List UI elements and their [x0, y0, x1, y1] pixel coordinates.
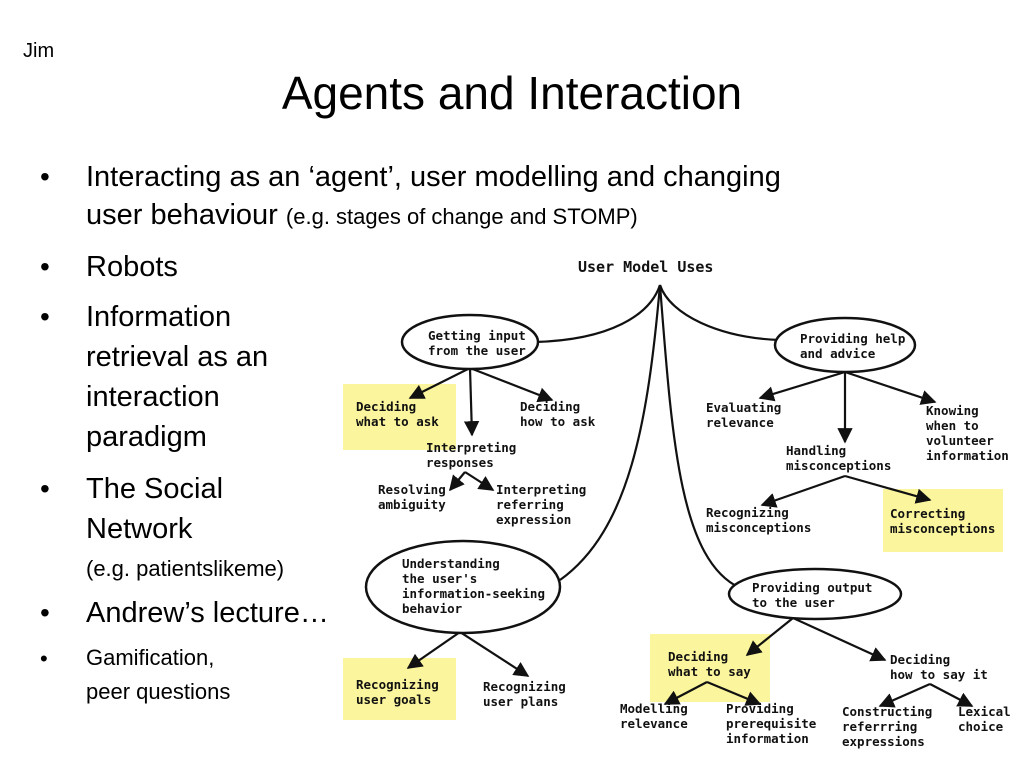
arrow: [464, 471, 495, 491]
arrow: [406, 631, 461, 669]
connector-line: [534, 284, 662, 344]
bullet-text: interaction: [86, 381, 220, 413]
diagram-root: User Model Uses: [578, 258, 713, 276]
bullet-dot: •: [40, 473, 50, 504]
arrow: [745, 617, 794, 656]
highlight-box: [883, 489, 1003, 552]
bullet-dot: •: [40, 646, 48, 671]
arrow: [758, 370, 846, 402]
arrow: [408, 367, 471, 399]
bullet-note: (e.g. patientslikeme): [86, 556, 285, 581]
arrow: [844, 474, 932, 504]
node-oval-understanding: [364, 539, 562, 635]
arrow: [844, 370, 937, 405]
arrow: [463, 367, 480, 437]
node-oval-providing-help: [773, 316, 917, 374]
arrow: [878, 682, 931, 708]
bullet-text: Gamification,: [86, 645, 215, 670]
bullet-dot: •: [40, 251, 50, 282]
bullet-dot: •: [40, 301, 50, 332]
bullet-text: Information: [86, 301, 232, 333]
arrow: [459, 631, 530, 677]
arrow: [706, 680, 762, 706]
arrow: [929, 683, 974, 707]
node-oval-getting-input: [400, 313, 540, 371]
bullet-text: Andrew’s lecture…: [86, 597, 329, 629]
bullet-note: (e.g. stages of change and STOMP): [285, 204, 638, 229]
slide-title: Agents and Interaction: [281, 67, 743, 119]
arrow: [469, 366, 554, 403]
arrow: [792, 616, 887, 662]
bullet-text-main: user behaviour: [86, 199, 278, 231]
connector-line: [658, 284, 741, 589]
author-label: Jim: [23, 40, 55, 62]
arrow: [663, 681, 708, 705]
bullet-text: retrieval as an: [86, 341, 269, 373]
bullet-text: paradigm: [86, 421, 207, 453]
bullet-dot: •: [40, 161, 50, 192]
node-oval-providing-output: [727, 567, 903, 621]
bullet-text: Network: [86, 513, 193, 545]
arrow: [449, 471, 466, 492]
bullet-text: user behaviour (e.g. stages of change an…: [86, 196, 638, 236]
connector-line: [658, 284, 781, 342]
bullet-dot: •: [40, 597, 50, 628]
highlight-box: [343, 658, 456, 720]
bullet-text: Robots: [86, 251, 178, 283]
bullet-text: Interacting as an ‘agent’, user modellin…: [86, 161, 781, 193]
connector-line: [559, 284, 662, 581]
arrow: [760, 474, 846, 508]
bullet-text: The Social: [86, 473, 224, 505]
bullet-text: peer questions: [86, 679, 231, 704]
highlight-box: [343, 384, 456, 450]
